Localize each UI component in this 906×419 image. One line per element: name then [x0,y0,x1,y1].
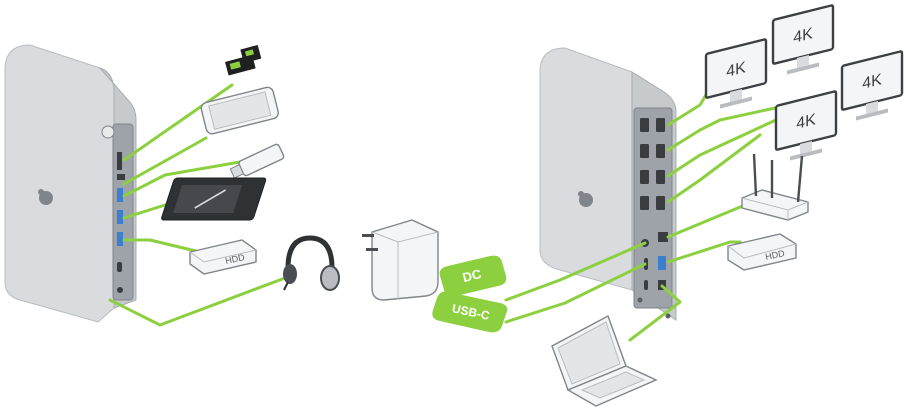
cable-hdd-right [666,240,742,264]
hdd-left: HDD [189,239,257,275]
dc-label-text: DC [461,266,483,285]
rear-dock [539,47,677,321]
smartphone-icon [200,86,279,135]
cable-headphones [108,276,287,327]
hdd-left-label: HDD [224,252,246,266]
cable-usbc [504,262,647,324]
monitor-1: 4K [704,38,768,109]
sd-card-icon [225,44,262,76]
brand-logo-icon [38,189,53,205]
monitor-4: 4K [840,50,904,121]
cable-router [666,203,747,239]
monitor-1-label: 4K [726,58,746,81]
hdd-right: HDD [727,233,797,271]
cable-usb-stick [122,160,242,198]
monitor-2: 4K [771,4,835,75]
cable-monitor-4 [666,133,762,204]
hdd-right-label: HDD [764,248,786,262]
front-dock [4,44,137,323]
monitor-4-label: 4K [862,70,882,93]
headphones-icon [283,235,340,291]
cable-laptop [628,284,682,342]
cable-hdd [122,238,202,254]
brand-logo-rear-icon [578,191,593,207]
dc-label: DC [439,255,507,297]
cable-monitor-2 [666,106,777,152]
monitor-3-label: 4K [796,110,816,133]
drawing-tablet-icon [161,177,267,221]
cable-sd [122,83,234,162]
usb-stick-icon [229,143,285,179]
laptop-icon [551,315,658,407]
cable-phone [122,136,208,186]
usbc-label: USB-C [432,291,508,333]
power-adapter-icon [362,219,439,301]
cable-dc [504,241,647,302]
monitor-3: 4K [774,90,838,161]
router-icon [741,153,809,221]
monitor-2-label: 4K [793,24,813,47]
